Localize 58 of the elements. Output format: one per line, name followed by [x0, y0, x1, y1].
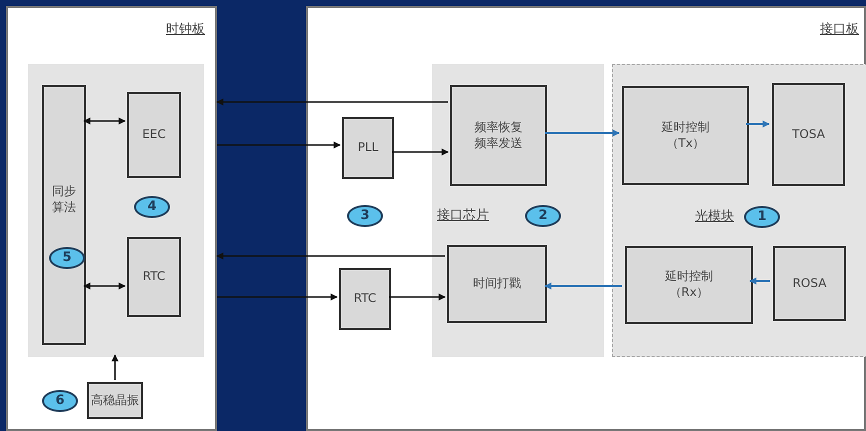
- box-label: ROSA: [792, 276, 826, 292]
- group-label: 接口芯片: [437, 207, 489, 224]
- process-box: [773, 246, 846, 321]
- number-badge: [134, 196, 170, 218]
- arrow: [217, 294, 338, 300]
- arrow: [392, 148, 449, 156]
- box-label: 时间打戳: [473, 276, 521, 292]
- board-panel: [6, 6, 217, 431]
- process-box: [772, 83, 845, 186]
- box-label: 同步算法: [51, 184, 77, 216]
- number-badge: [347, 205, 383, 227]
- process-box: [127, 237, 181, 317]
- board-title: 接口板: [820, 21, 859, 38]
- arrow: [545, 130, 620, 136]
- arrow: [216, 98, 448, 106]
- arrow: [749, 278, 770, 284]
- badge-number: 3: [360, 208, 370, 224]
- process-box: [339, 268, 391, 330]
- box-label: 延时控制（Tx）: [660, 120, 710, 152]
- badge-number: 4: [147, 198, 157, 216]
- number-badge: [49, 247, 85, 269]
- arrow: [544, 282, 622, 290]
- box-label: 频率恢复频率发送: [474, 120, 524, 152]
- group-label: 光模块: [695, 208, 734, 225]
- arrow: [746, 120, 770, 128]
- double-arrow: [83, 282, 126, 290]
- number-badge: [744, 206, 780, 228]
- box-label: 高稳晶振: [91, 392, 139, 408]
- box-label: 延时控制（Rx）: [664, 269, 714, 301]
- process-box: [447, 245, 547, 323]
- process-box: [87, 382, 143, 419]
- arrow: [389, 294, 446, 300]
- process-box: [42, 85, 86, 345]
- box-label: TOSA: [792, 126, 825, 142]
- process-box: [622, 86, 749, 185]
- process-box: [342, 117, 394, 179]
- double-arrow: [83, 118, 126, 124]
- arrow: [112, 354, 118, 380]
- board-panel: [306, 6, 866, 431]
- arrow: [217, 142, 341, 148]
- box-label: EEC: [142, 127, 166, 143]
- badge-number: 1: [757, 208, 767, 226]
- box-label: RTC: [354, 291, 376, 307]
- module-panel: [612, 64, 866, 357]
- process-box: [450, 85, 547, 186]
- arrow: [216, 252, 445, 260]
- badge-number: 5: [62, 250, 72, 266]
- group-panel: [432, 64, 604, 357]
- badge-number: 6: [55, 392, 65, 410]
- number-badge: [42, 390, 78, 412]
- badge-number: 2: [538, 208, 548, 224]
- process-box: [127, 92, 181, 178]
- group-panel: [28, 64, 204, 357]
- board-title: 时钟板: [166, 21, 205, 38]
- process-box: [625, 246, 753, 324]
- box-label: PLL: [358, 140, 378, 156]
- box-label: RTC: [142, 269, 166, 285]
- number-badge: [525, 205, 561, 227]
